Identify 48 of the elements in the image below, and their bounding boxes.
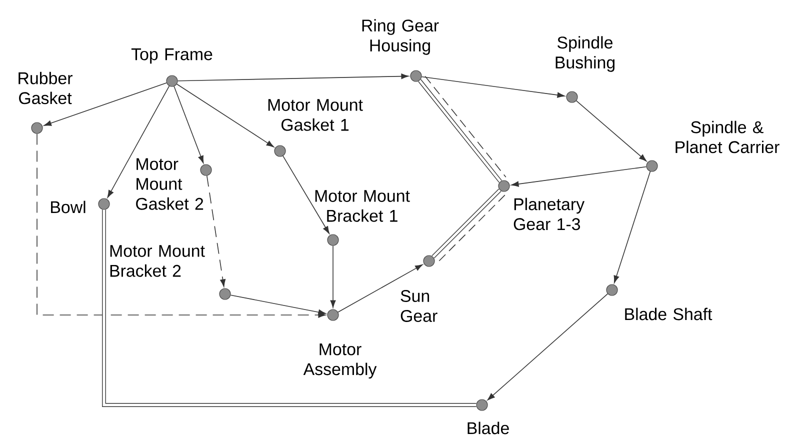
part-node: Sun Gear (400, 255, 438, 322)
node-label: Motor Mount Bracket 2 (110, 245, 205, 277)
arrow (282, 156, 330, 234)
arrow (576, 100, 647, 162)
part-node: Motor Mount Gasket 1 (268, 99, 363, 157)
node-label: Bowl (51, 200, 86, 214)
connector-line (432, 188, 506, 262)
node-label: Sun Gear (400, 290, 438, 322)
arrow (107, 86, 170, 198)
node-label: Spindle & Planet Carrier (676, 120, 780, 154)
arrow (421, 76, 565, 98)
arrow (614, 171, 651, 284)
node-label: Ring Gear Housing (362, 19, 439, 55)
part-node: Motor Assembly (303, 309, 377, 379)
arrow (206, 175, 226, 287)
arrow (230, 294, 326, 315)
part-node: Motor Mount Bracket 2 (110, 245, 231, 300)
part-node: Motor Mount Gasket 2 (136, 158, 212, 210)
arrow (44, 82, 167, 126)
part-node: Planetary Gear 1-3 (498, 180, 584, 230)
node-label: Motor Assembly (303, 343, 377, 379)
part-node: Blade (468, 399, 509, 434)
part-node: Bowl (51, 198, 110, 214)
arrow (330, 245, 336, 308)
arrow (511, 166, 647, 187)
node-label: Spindle Bushing (556, 36, 615, 72)
arrow (36, 133, 326, 318)
arrow (487, 293, 608, 400)
node-label: Planetary Gear 1-3 (514, 198, 585, 230)
arrow (174, 86, 204, 164)
node-label: Blade Shaft (625, 308, 712, 320)
part-node: Rubber Gasket (18, 72, 72, 134)
node-label: Motor Mount Gasket 1 (268, 99, 363, 131)
part-node: Top Frame (131, 48, 212, 87)
part-node: Blade Shaft (606, 284, 712, 320)
part-node: Spindle Bushing (556, 36, 614, 103)
node-label: Motor Mount Bracket 1 (315, 190, 410, 222)
arrow (177, 74, 409, 82)
node-label: Blade (468, 422, 509, 434)
arrow (338, 264, 423, 313)
node-label: Rubber Gasket (18, 72, 72, 104)
part-node: Spindle & Planet Carrier (646, 120, 780, 172)
connector-line (102, 210, 476, 407)
connector-line (418, 76, 506, 183)
part-node: Ring Gear Housing (362, 19, 439, 82)
node-label: Top Frame (131, 48, 212, 64)
part-node: Motor Mount Bracket 1 (315, 190, 410, 246)
arrow (176, 84, 274, 148)
